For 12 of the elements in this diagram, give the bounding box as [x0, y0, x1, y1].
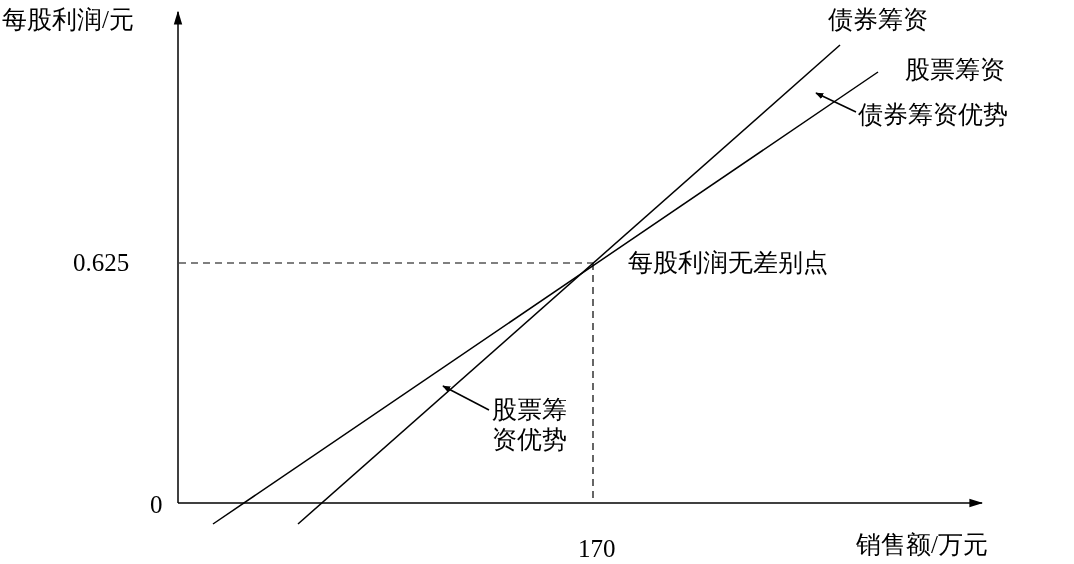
- annotation: 股票筹资优势: [492, 395, 570, 455]
- tick-label: 170: [578, 534, 616, 564]
- tick-label: 0: [150, 490, 163, 520]
- leader-arrow: [442, 385, 490, 411]
- annotation: 债券筹资优势: [858, 100, 1008, 130]
- leader-arrow: [815, 92, 857, 113]
- tick-label: 0.625: [73, 248, 130, 278]
- axis-title: 销售额/万元: [856, 530, 988, 560]
- line-label: 股票筹资: [905, 55, 1005, 85]
- axis-title: 每股利润/元: [2, 5, 134, 35]
- annotation: 每股利润无差别点: [628, 248, 828, 278]
- line-label: 债券筹资: [828, 5, 928, 35]
